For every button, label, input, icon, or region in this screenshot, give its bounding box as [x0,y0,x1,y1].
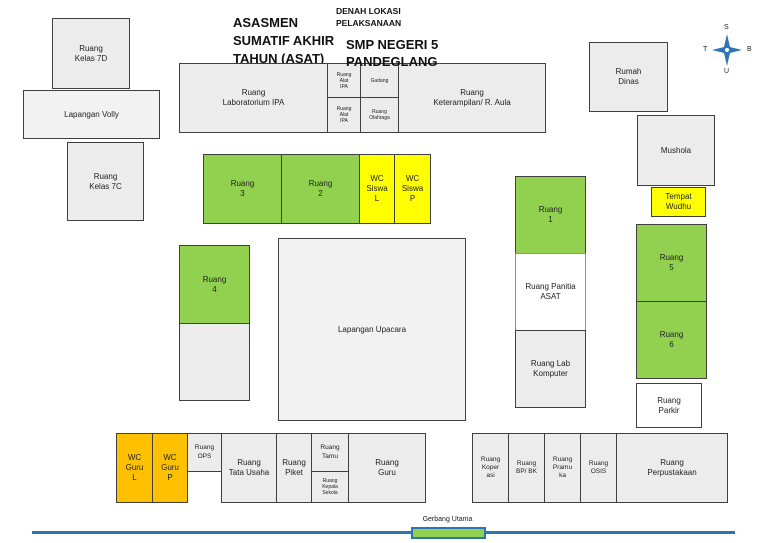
room-aula: Ruang Keterampilan/ R. Aula [398,63,546,133]
road [32,531,735,534]
gerbang-utama [411,527,486,539]
exam-room-6: Ruang 6 [636,301,707,379]
lapangan-upacara: Lapangan Upacara [278,238,466,421]
room-ops: Ruang OPS [187,433,222,472]
wc-siswa-p: WC Siswa P [394,154,431,224]
wc-guru-l: WC Guru L [116,433,153,503]
compass-label-west: T [703,46,708,53]
exam-room-3: Ruang 3 [203,154,282,224]
room-unlabeled [179,323,250,401]
room-tata-usaha: Ruang Tata Usaha [221,433,277,503]
wc-siswa-l: WC Siswa L [359,154,395,224]
room-kelas-7d: Ruang Kelas 7D [52,18,130,89]
mushola: Mushola [637,115,715,186]
exam-room-2: Ruang 2 [281,154,360,224]
gate-label: Gerbang Utama [422,516,473,523]
exam-room-5: Ruang 5 [636,224,707,302]
wc-guru-p: WC Guru P [152,433,188,503]
school-name: SMP NEGERI 5 PANDEGLANG [346,37,439,69]
room-lab-ipa: Ruang Laboratorium IPA [179,63,328,133]
room-kelas-7c: Ruang Kelas 7C [67,142,144,221]
room-bp-bk: Ruang BP/ BK [508,433,545,503]
room-lab-komputer: Ruang Lab Komputer [515,330,586,408]
room-parkir: Ruang Parkir [636,383,702,428]
room-kepala-sekolah: Ruang Kepala Sekola [311,471,349,503]
exam-room-1: Ruang 1 [515,176,586,254]
exam-room-4: Ruang 4 [179,245,250,324]
compass-icon [712,34,742,66]
room-alat-ipa-lower: Ruang Alat IPA [327,97,361,133]
room-alat-ipa-upper: Ruang Alat IPA [327,63,361,98]
map-subtitle: DENAH LOKASI PELAKSANAAN [336,6,402,28]
rumah-dinas: Rumah Dinas [589,42,668,112]
room-pramuka: Ruang Pramu ka [544,433,581,503]
compass-label-south: U [724,68,730,75]
room-gudang: Gudang [360,63,399,98]
room-tamu: Ruang Tamu [311,433,349,472]
lapangan-volly: Lapangan Volly [23,90,160,139]
room-perpustakaan: Ruang Perpustakaan [616,433,728,503]
room-olahraga: Ruang Olahraga [360,97,399,133]
room-osis: Ruang OSIS [580,433,617,503]
compass-label-east: B [747,46,752,53]
room-panitia-asat: Ruang Panitia ASAT [515,253,586,331]
room-piket: Ruang Piket [276,433,312,503]
compass-label-north: S [724,24,729,31]
room-koperasi: Ruang Koper asi [472,433,509,503]
tempat-wudhu: Tempat Wudhu [651,187,706,217]
room-guru: Ruang Guru [348,433,426,503]
